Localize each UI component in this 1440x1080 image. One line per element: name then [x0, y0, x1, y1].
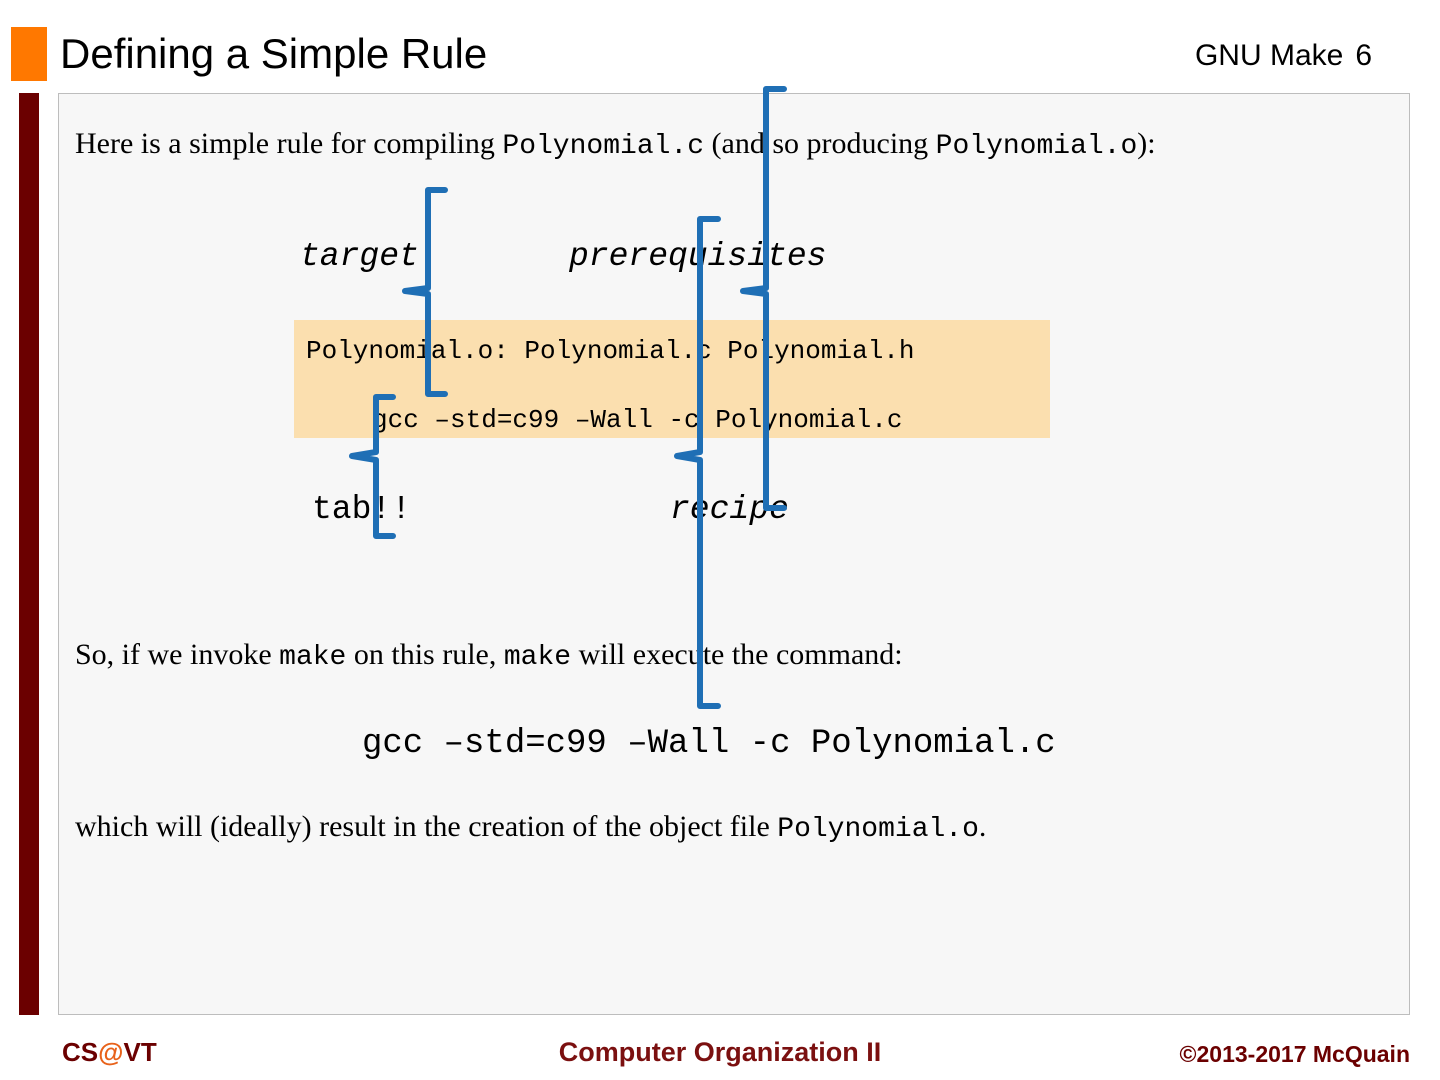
footer-course-name: Computer Organization II — [558, 1037, 882, 1067]
result-paragraph: which will (ideally) result in the creat… — [75, 806, 986, 851]
orange-accent-square — [11, 27, 47, 81]
intro-text-part2: (and so producing — [704, 127, 936, 160]
label-recipe: recipe — [670, 491, 789, 528]
intro-code-polynomial-c: Polynomial.c — [502, 131, 705, 162]
code-rule-line: Polynomial.o: Polynomial.c Polynomial.h — [306, 336, 915, 366]
invoke-text-part3: will execute the command: — [571, 638, 903, 671]
header-topic-label: GNU Make 6 — [1195, 36, 1372, 76]
footer-copyright: ©2013-2017 McQuain — [1179, 1041, 1410, 1067]
code-recipe-line: gcc –std=c99 –Wall -c Polynomial.c — [372, 405, 903, 435]
footer-vt-text: VT — [123, 1037, 157, 1067]
result-text-part2: . — [978, 810, 987, 843]
footer-at-symbol: @ — [98, 1037, 124, 1067]
invoke-text-part2: on this rule, — [346, 638, 504, 671]
footer-institution: CS@VT — [62, 1036, 157, 1068]
label-tab: tab!! — [312, 491, 412, 528]
header-topic-text: GNU Make — [1194, 39, 1344, 72]
left-accent-bar — [19, 93, 39, 1015]
invoke-paragraph: So, if we invoke make on this rule, make… — [75, 634, 903, 679]
intro-text-part1: Here is a simple rule for compiling — [75, 127, 503, 160]
invoke-code-make-2: make — [503, 642, 572, 673]
invoke-text-part1: So, if we invoke — [75, 638, 280, 671]
intro-text-part3: ): — [1137, 127, 1156, 160]
intro-paragraph: Here is a simple rule for compiling Poly… — [75, 123, 1195, 168]
executed-command-line: gcc –std=c99 –Wall -c Polynomial.c — [362, 725, 1056, 763]
label-prerequisites: prerequisites — [569, 238, 827, 275]
result-code-polynomial-o: Polynomial.o — [777, 814, 979, 845]
content-panel — [58, 93, 1410, 1015]
invoke-code-make-1: make — [279, 642, 347, 673]
result-text-part1: which will (ideally) result in the creat… — [75, 810, 778, 843]
footer-cs-text: CS — [62, 1037, 99, 1067]
label-target: target — [300, 238, 419, 275]
page-title: Defining a Simple Rule — [60, 30, 488, 77]
intro-code-polynomial-o: Polynomial.o — [935, 131, 1138, 162]
page-number: 6 — [1355, 39, 1372, 72]
